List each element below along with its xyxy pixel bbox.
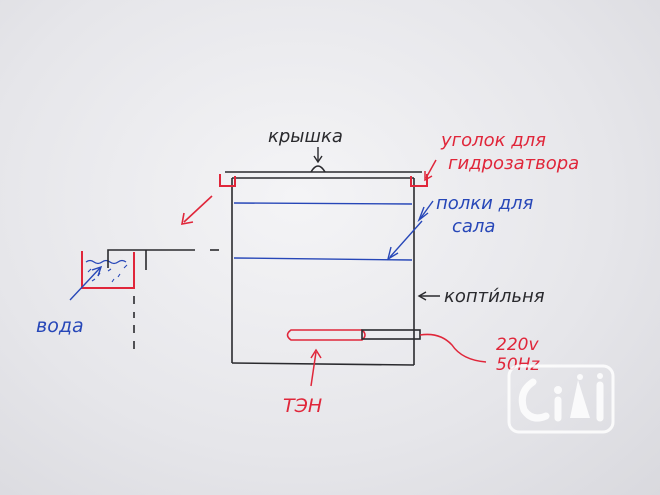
seal-angle-label-line2: гидрозатвора [448,153,579,174]
seal-angle-right [410,174,428,187]
lid-handle [310,165,326,173]
heater-element [286,329,487,363]
shelves-label-line1: полки для [436,193,534,214]
shelf-lower [233,257,413,261]
power-label-line1: 220v [496,335,539,355]
watermark-logo-icon [507,364,615,434]
outflow-pipe [107,249,219,352]
heater-label: ТЭН [283,395,322,417]
water-seal-angles [219,174,428,187]
water-label: вода [36,315,84,337]
lid-label: крышка [268,126,343,147]
smokehouse-label: копти́льня [444,286,545,307]
seal-angle-label-line1: уголок для [440,130,546,151]
annotation-arrows [69,147,440,387]
body-bottom [231,362,415,366]
shelves [233,202,413,261]
shelves-label-line2: сала [452,216,495,237]
smokehouse-body [225,165,422,366]
seal-angle-left [219,174,236,187]
shelf-upper [233,202,413,205]
